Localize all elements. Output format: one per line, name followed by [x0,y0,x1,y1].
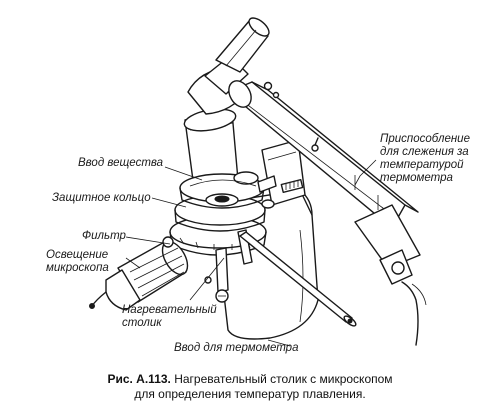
label-tracker-line-3: температурой [380,159,464,171]
figure-caption: Рис. А.113. Нагревательный столик с микр… [0,372,500,402]
heating-stage [169,171,277,303]
illuminator-lamp [89,236,189,311]
label-leader-lines [125,159,377,347]
label-protective-ring: Защитное кольцо [52,192,151,204]
label-thermometer-input: Ввод для термометра [174,342,299,354]
label-illumination-line-2: микроскопа [46,262,109,274]
label-heating-stage-line-2: столик [122,317,162,329]
label-heating-stage: Нагревательный столик [122,304,217,330]
thermometer-inlet-rod [239,231,357,327]
label-filter: Фильтр [82,230,126,242]
label-tracker-line-2: для слежения за [380,146,469,158]
thermometer-tracker-arm [227,80,427,346]
label-illumination: Освещение микроскопа [46,249,109,275]
label-sample-input: Ввод вещества [78,157,164,169]
label-tracker-line-4: термометра [380,172,453,184]
caption-line-1: Рис. А.113. Нагревательный столик с микр… [0,372,500,387]
label-illumination-line-1: Освещение [46,249,109,261]
label-tracker: Приспособление для слежения за температу… [380,133,470,185]
label-heating-stage-line-1: Нагревательный [122,304,217,316]
caption-text-2: для определения температур плавления. [134,387,366,401]
label-tracker-line-1: Приспособление [380,133,470,145]
caption-text-1: Нагревательный столик с микроскопом [174,372,393,386]
caption-figure-number: Рис. А.113. [107,372,171,386]
